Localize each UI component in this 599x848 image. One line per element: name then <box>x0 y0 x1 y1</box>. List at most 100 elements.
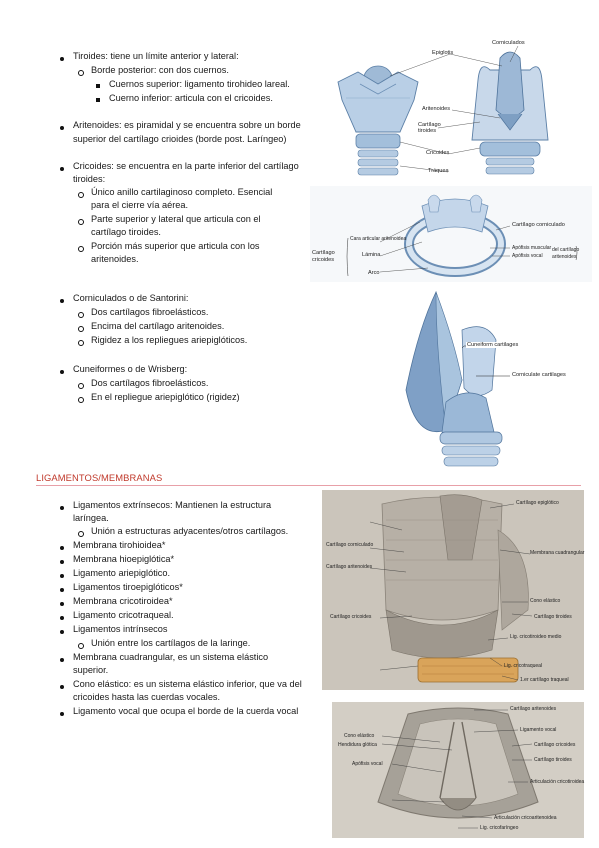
figure-label: Cartílago cricoides <box>330 614 372 620</box>
section-divider <box>36 485 581 486</box>
figure-label: del cartílago <box>552 247 580 253</box>
bullet-dot <box>60 126 64 130</box>
bullet-text: cartílago tiroides. <box>91 227 161 237</box>
bullet-text: Ligamento vocal que ocupa el borde de la… <box>73 706 299 716</box>
figure-label: Apófisis vocal <box>352 761 383 767</box>
bullet-text: Dos cartílagos fibroelásticos. <box>91 378 209 388</box>
figure-label: Articulación cricoaritenoidea <box>494 815 557 821</box>
bullet-text: Cuneiformes o de Wrisberg: <box>73 364 188 374</box>
figure-cricoid: Cara articular aritenoidea Lámina Arco C… <box>310 186 592 282</box>
figure-label: Lig. cricotiroideo medio <box>510 634 562 640</box>
bullet-text: Rigidez a los repliegues ariepiglóticos. <box>91 335 248 345</box>
bullet-text: Parte superior y lateral que articula co… <box>91 214 261 224</box>
bullet-text: Tiroides: tiene un límite anterior y lat… <box>73 51 239 61</box>
bullet-dot <box>60 299 64 303</box>
bullet-dot <box>60 616 64 620</box>
bullet-dot <box>60 370 64 374</box>
bullet-text: Ligamento cricotraqueal. <box>73 610 174 620</box>
bullet-square <box>96 84 100 88</box>
figure-cuneiform: Cuneiform cartilages Corniculate cartila… <box>376 290 582 470</box>
bullet-dot <box>60 506 64 510</box>
figure-label: cricoides <box>312 257 335 263</box>
figure-label: Corniculate cartilages <box>512 372 566 378</box>
bullet-text: Cono elástico: es un sistema elástico in… <box>73 679 302 689</box>
bullet-text: Aritenoides: es piramidal y se encuentra… <box>73 120 301 130</box>
bullet-circle <box>78 340 84 346</box>
larynx-illustration <box>337 45 549 176</box>
bullet-text: Corniculados o de Santorini: <box>73 293 189 303</box>
vocal-illustration <box>332 702 584 838</box>
bullet-text: Ligamentos tiroepiglóticos* <box>73 582 183 592</box>
figure-label: Apófisis vocal <box>512 253 543 259</box>
figure-label: Cara articular aritenoidea <box>350 236 407 242</box>
bullet-circle <box>78 246 84 252</box>
bullet-text: Ligamentos extrínsecos: Mantienen la est… <box>73 500 272 510</box>
figure-label: Hendidura glótica <box>338 742 377 748</box>
figure-label: Cartílago epiglótico <box>516 500 559 506</box>
bullet-dot <box>60 658 64 662</box>
bullet-circle <box>78 643 84 649</box>
bullet-circle <box>78 326 84 332</box>
bullet-dot <box>60 57 64 61</box>
bullet-text: superior. <box>73 665 109 675</box>
bullet-dot <box>60 574 64 578</box>
bullet-text: cricoides hasta las cuerdas vocales. <box>73 692 221 702</box>
bullet-dot <box>60 588 64 592</box>
bullet-text: Membrana cricotiroidea* <box>73 596 173 606</box>
figure-label: Tráquea <box>428 168 449 174</box>
bullet-dot <box>60 630 64 634</box>
figure-label: Lámina <box>362 252 381 258</box>
bullet-square <box>96 98 100 102</box>
figure-label: Aritenoides <box>422 106 450 112</box>
cuneiform-illustration <box>405 290 510 467</box>
figure-label: Cartílago cricoides <box>534 742 576 748</box>
bullet-text: tiroides: <box>73 174 106 184</box>
figure-label: Cartílago tiroides <box>534 757 572 763</box>
bullet-dot <box>60 602 64 606</box>
bullet-circle <box>78 219 84 225</box>
bullet-text: Membrana tirohioidea* <box>73 540 166 550</box>
bullet-dot <box>60 712 64 716</box>
bullet-text: Dos cartílagos fibroelásticos. <box>91 307 209 317</box>
bullet-circle <box>78 383 84 389</box>
figure-label: Cartílago corniculado <box>326 542 374 548</box>
ligaments-illustration <box>322 490 584 690</box>
figure-ligaments: Cartílago epiglótico Membrana cuadrangul… <box>322 490 584 690</box>
bullet-dot <box>60 560 64 564</box>
bullet-text: laríngea. <box>73 513 109 523</box>
figure-label: Lig. cricotraqueal <box>504 663 543 669</box>
bullet-dot <box>60 167 64 171</box>
bullet-text: Ligamentos intrínsecos <box>73 624 168 634</box>
bullet-text: Cuerno inferior: articula con el cricoid… <box>109 93 273 103</box>
figure-label: Cartílago corniculado <box>512 222 565 228</box>
bullet-text: En el repliegue ariepiglótico (rigidez) <box>91 392 240 402</box>
bullet-text: aritenoides. <box>91 254 139 264</box>
figure-label: Epiglotis <box>432 50 454 56</box>
bullet-text: Membrana hioepiglótica* <box>73 554 175 564</box>
bullet-dot <box>60 685 64 689</box>
figure-label: Ligamento vocal <box>520 727 557 733</box>
figure-label: 1.er cartílago traqueal <box>520 677 569 683</box>
figure-vocal: Cartílago aritenoides Ligamento vocal Co… <box>332 702 584 838</box>
figure-label: Cartílago aritenoides <box>510 706 557 712</box>
bullet-text: Único anillo cartilaginoso completo. Ese… <box>91 187 273 197</box>
bullet-text: Borde posterior: con dos cuernos. <box>91 65 229 75</box>
figure-label: Membrana cuadrangular <box>530 550 585 556</box>
bullet-text: superior del cartílago crioides (borde p… <box>73 134 287 144</box>
figure-label: Cartílago <box>312 250 335 256</box>
figure-label: Cartílago tiroides <box>534 614 572 620</box>
figure-label: Arco <box>368 270 380 276</box>
bullet-text: Cuernos superior: ligamento tirohideo la… <box>109 79 290 89</box>
bullet-circle <box>78 531 84 537</box>
figure-label: Cono elástico <box>530 598 561 604</box>
figure-label: aritenoides <box>552 254 577 260</box>
bullet-text: Porción más superior que articula con lo… <box>91 241 260 251</box>
figure-label: Apófisis muscular <box>512 245 552 251</box>
bullet-text: para el cierre vía aérea. <box>91 200 189 210</box>
figure-larynx-views: Corniculados Epiglotis Aritenoides Cartí… <box>330 40 592 182</box>
bullet-circle <box>78 192 84 198</box>
section-title: LIGAMENTOS/MEMBRANAS <box>36 472 163 483</box>
cricoid-illustration <box>310 186 592 282</box>
figure-label: Cartílago aritenoides <box>326 564 373 570</box>
bullet-text: Unión entre los cartílagos de la laringe… <box>91 638 251 648</box>
